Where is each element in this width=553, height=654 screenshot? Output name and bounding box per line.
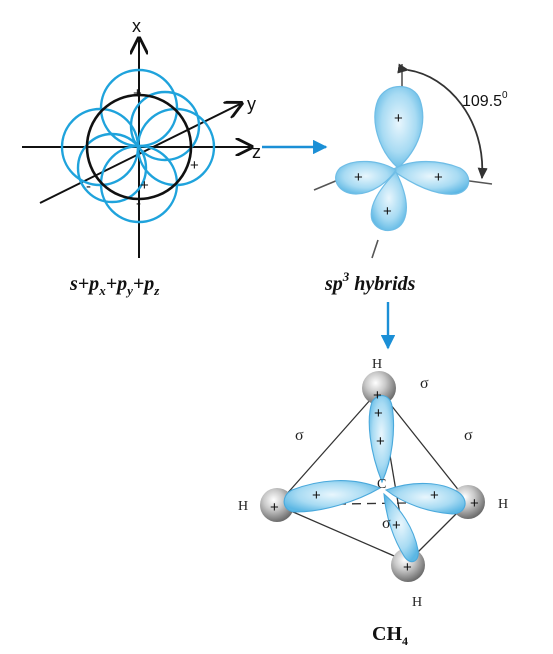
methane-caption-sub: 4 xyxy=(402,634,408,648)
caption-base: s+p xyxy=(69,273,99,295)
left-sign-right: + xyxy=(190,157,199,174)
sigma-bond-left: σ xyxy=(295,427,304,444)
hybrid-axis-bottom xyxy=(371,239,379,259)
bond-angle-degree: 0 xyxy=(502,90,508,101)
tetra-edge-top-right xyxy=(378,389,469,503)
ch4-sign-lobe-left: + xyxy=(312,487,321,504)
hybrid-sign-top: + xyxy=(394,110,403,127)
caption-sub-z: z xyxy=(153,283,160,298)
sp3-hybrids-caption: sp3 hybrids xyxy=(324,269,416,295)
hydrogen-left-label: H xyxy=(238,499,248,514)
hydrogen-top-atom xyxy=(362,371,396,405)
atomic-orbitals-caption: s+px+py+pz xyxy=(69,273,160,298)
left-sign-center: + xyxy=(140,177,149,194)
ch4-sign-lobe-right: + xyxy=(430,487,439,504)
ch-bond-lobe-top xyxy=(368,395,395,484)
hydrogen-right-label: H xyxy=(498,497,508,512)
caption-plus-py: +p xyxy=(106,273,127,295)
hydrogen-top-label: H xyxy=(372,357,382,372)
bond-angle-arc xyxy=(397,63,488,180)
left-sign-left: - xyxy=(86,178,91,195)
y-axis-label: y xyxy=(247,94,256,114)
ch4-sign-lobe-up: + xyxy=(374,405,383,422)
sp3-caption-base: sp xyxy=(324,273,343,295)
sp3-hybrids-group: + + + + 109.50 sp3 hybrids xyxy=(313,63,508,295)
ch4-sign-h-right: + xyxy=(470,495,479,512)
sigma-bond-top-right: σ xyxy=(420,375,429,392)
caption-sub-x: x xyxy=(98,283,106,298)
ch-bond-lobe-right xyxy=(384,482,466,515)
left-sign-bottom: - xyxy=(136,195,141,212)
hybrid-lobe-bottom xyxy=(370,170,408,232)
hybrid-sign-bottom: + xyxy=(383,203,392,220)
bond-angle-value: 109.5 xyxy=(462,93,502,110)
hybrid-lobe-top xyxy=(374,86,424,169)
hybrid-sign-right: + xyxy=(434,169,443,186)
ch-bond-lobe-bottom xyxy=(383,492,419,563)
methane-caption: CH4 xyxy=(372,623,408,648)
caption-plus-pz: +p xyxy=(133,273,154,295)
left-sign-top: + xyxy=(133,85,142,102)
hybrid-axis-left xyxy=(313,179,339,191)
y-axis xyxy=(39,104,240,204)
sigma-bond-center: σ xyxy=(382,515,391,532)
z-axis-label: z xyxy=(252,142,261,162)
hybrid-lobe-left xyxy=(335,160,397,195)
bond-angle-label: 109.50 xyxy=(462,90,508,110)
ch4-sign-lobe-down: + xyxy=(392,517,401,534)
ch-bond-lobe-left xyxy=(283,480,382,513)
caption-sub-y: y xyxy=(125,283,133,298)
methane-caption-base: CH xyxy=(372,623,402,645)
ch4-sign-lobe-up-lower: + xyxy=(376,433,385,450)
py-upper-lobe xyxy=(129,90,201,162)
carbon-label: C xyxy=(377,477,386,492)
ch4-sign-h-top: + xyxy=(373,387,382,404)
hydrogen-bottom-label: H xyxy=(412,595,422,610)
hybrid-sign-left: + xyxy=(354,169,363,186)
sigma-bond-right: σ xyxy=(464,427,473,444)
sp3-caption-rest: hybrids xyxy=(349,273,415,295)
x-axis-label: x xyxy=(132,16,141,36)
s-orbital xyxy=(85,93,193,201)
sp3-caption-sup: 3 xyxy=(342,269,350,284)
tetra-edge-top-left xyxy=(276,389,380,506)
methane-molecule-group: C + + + + + + + + + H H H H σ σ σ σ CH4 xyxy=(238,357,508,648)
tetra-edge-left-bottom xyxy=(276,504,409,563)
atomic-orbitals-group: x y z + + + - - s+px+py+pz xyxy=(22,16,261,298)
ch4-sign-h-left: + xyxy=(270,499,279,516)
py-lower-lobe xyxy=(76,132,148,204)
ch4-sign-h-bottom: + xyxy=(403,559,412,576)
